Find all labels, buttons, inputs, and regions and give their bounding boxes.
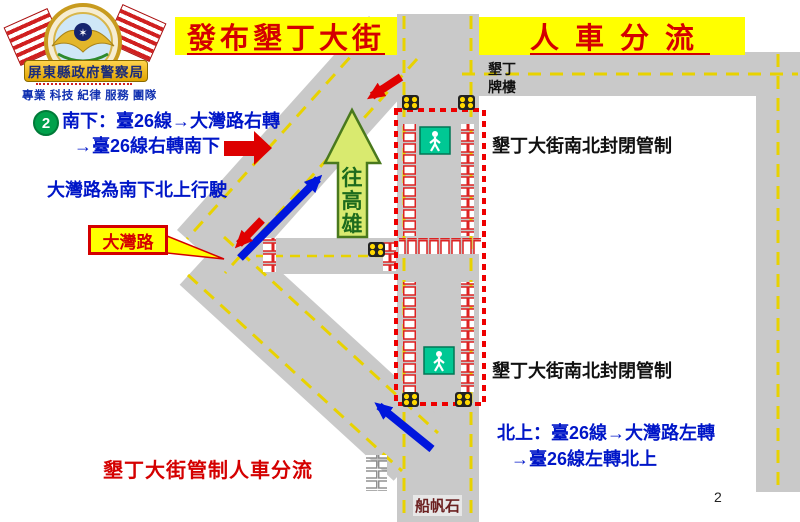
road-dawan-lower <box>179 227 447 481</box>
route-arrow-red-vertex <box>234 217 265 249</box>
route-arrow-blue-northwest <box>374 402 435 453</box>
closure-label-upper: 墾丁大街南北封閉管制 <box>492 136 672 156</box>
dawan-road-note: 大灣路為南下北上行駛 <box>47 180 227 200</box>
barrier-branch-east <box>383 241 396 271</box>
northbound-instruction-line1: 北上：臺26線→大灣路左轉 <box>497 423 716 443</box>
page-title-left: 發布墾丁大街 <box>175 17 397 55</box>
page-number: 2 <box>714 489 722 505</box>
crosswalk-south <box>366 455 387 491</box>
southbound-instruction-line2: →臺26線右轉南下 <box>74 136 221 156</box>
chuanfan-rock-label: 船帆石 <box>413 495 463 516</box>
step-number-badge: 2 <box>33 110 59 136</box>
barrier-branch-west <box>263 238 276 272</box>
closure-label-lower: 墾丁大街南北封閉管制 <box>492 361 672 381</box>
crosswalk-right-upper <box>461 124 474 236</box>
dawan-road-label: 大灣路 <box>88 225 168 255</box>
page-title-right: 人車分流 <box>479 17 745 55</box>
traffic-signal-icon <box>455 392 472 407</box>
to-kaohsiung-arrow <box>322 107 383 239</box>
traffic-signal-icon <box>402 392 419 407</box>
police-bureau-name: 屏東縣政府警察局 <box>24 60 148 82</box>
svg-text:✶: ✶ <box>78 28 87 40</box>
road-dawan-upper <box>176 15 428 283</box>
pedestrian-crossing-icon <box>418 125 452 156</box>
traffic-signal-icon <box>458 95 475 110</box>
southbound-block-arrow-icon <box>224 131 272 165</box>
to-kaohsiung-label: 往高雄 <box>341 167 363 236</box>
crosswalk-strips <box>263 124 481 491</box>
road-right-edge <box>756 52 800 492</box>
route-arrow-red-top <box>366 73 404 100</box>
crosswalk-left-upper <box>403 124 416 236</box>
traffic-signal-icon <box>402 95 419 110</box>
pedestrian-crossing-icon <box>422 345 456 376</box>
kenting-archway-label: 墾丁牌樓 <box>488 61 516 95</box>
southbound-instruction-line1: 南下：臺26線→大灣路右轉 <box>62 111 281 131</box>
northbound-instruction-line2: →臺26線左轉北上 <box>511 449 658 469</box>
logo-url-line <box>36 83 132 85</box>
crosswalk-left-lower <box>403 282 416 392</box>
police-motto: 專業 科技 紀律 服務 團隊 <box>22 90 157 102</box>
crosswalk-middle <box>399 238 481 254</box>
bottom-caption: 墾丁大街管制人車分流 <box>103 460 313 482</box>
closure-dashed-outline <box>394 108 486 406</box>
traffic-signal-icon <box>368 242 385 257</box>
crosswalk-right-lower <box>461 282 474 392</box>
